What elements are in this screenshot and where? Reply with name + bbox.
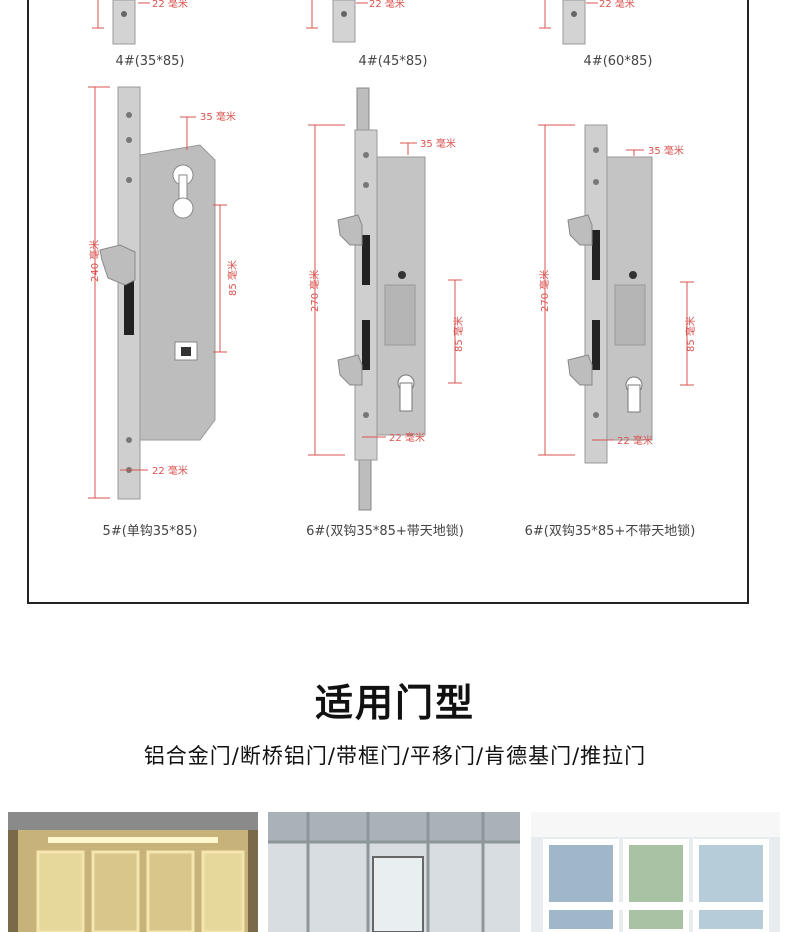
lock6a-dim-center: 85 毫米 — [454, 316, 465, 352]
lock5-dim-center: 85 毫米 — [228, 260, 239, 296]
caption-lock6b: 6#(双钩35*85+不带天地锁) — [524, 524, 696, 539]
lock6b-dim-bottom: 22 毫米 — [617, 434, 653, 447]
lock6a-dim-width: 35 毫米 — [420, 137, 456, 150]
lock-6-double-hook-with-rods: 35 毫米 22 毫米 — [308, 87, 462, 511]
caption-4-60: 4#(60*85) — [583, 54, 653, 69]
top-lock-row — [92, 0, 598, 45]
caption-4-35: 4#(35*85) — [115, 54, 185, 69]
lock6b-dim-center: 85 毫米 — [686, 316, 697, 352]
top-dim-label-1: 22 毫米 — [152, 0, 188, 10]
photo-glass-frame-door — [268, 812, 520, 932]
lock-5-single-hook: 35 毫米 22 毫米 — [88, 86, 236, 500]
caption-lock6a: 6#(双钩35*85+带天地锁) — [306, 524, 464, 539]
lock6a-dim-bottom: 22 毫米 — [389, 431, 425, 444]
lock6a-dim-height: 270 毫米 — [310, 269, 321, 312]
lock5-dim-width: 35 毫米 — [200, 110, 236, 123]
product-frame — [27, 0, 749, 604]
caption-lock5: 5#(单钩35*85) — [102, 524, 198, 539]
top-dim-label-3: 22 毫米 — [599, 0, 635, 10]
top-lock-1 — [92, 0, 150, 45]
top-dim-label-2: 22 毫米 — [369, 0, 405, 10]
lock-6-double-hook-no-rods: 35 毫米 22 毫米 — [538, 124, 694, 464]
section-title: 适用门型 — [314, 681, 475, 725]
top-lock-2 — [306, 0, 368, 43]
lock6b-dim-width: 35 毫米 — [648, 144, 684, 157]
lock6b-dim-height: 270 毫米 — [540, 269, 551, 312]
photo-sliding-door — [531, 812, 780, 932]
caption-4-45: 4#(45*85) — [358, 54, 428, 69]
photo-aluminum-door — [8, 812, 258, 932]
lock5-dim-height: 240 毫米 — [90, 239, 101, 282]
top-lock-3 — [539, 0, 598, 45]
section-subtitle: 铝合金门/断桥铝门/带框门/平移门/肯德基门/推拉门 — [143, 744, 647, 768]
lock5-dim-bottom: 22 毫米 — [152, 464, 188, 477]
